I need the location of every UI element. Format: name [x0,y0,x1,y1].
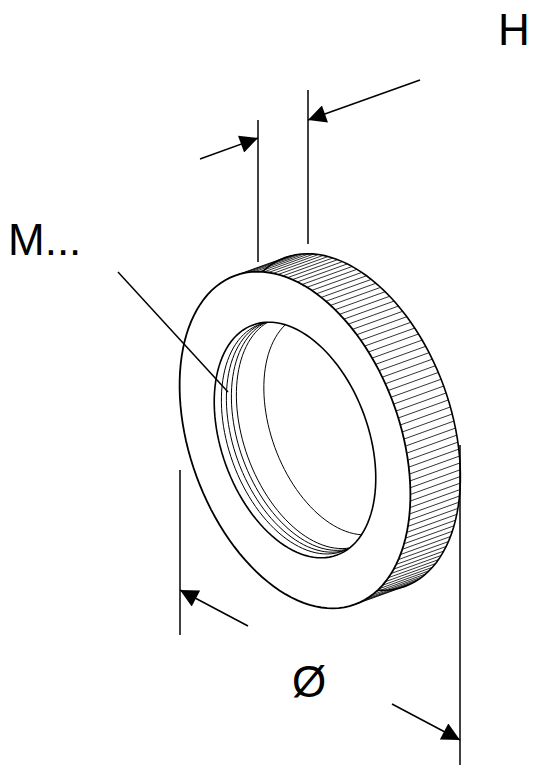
extension-line [179,470,181,635]
knurl-stroke [410,470,460,488]
knurl-stroke [353,311,403,329]
knurl-stroke [321,279,371,297]
knurl-stroke [361,322,411,340]
knurl-stroke [264,254,314,272]
knurl-stroke [396,546,446,564]
knurl-stroke [398,542,448,560]
knurl-stroke [288,260,338,278]
dimension-lines [118,80,460,765]
thread-turn [264,313,416,535]
knurl-stroke [396,393,446,411]
knurl-stroke [365,328,415,346]
dimension-arrow [200,138,258,159]
knurl-stroke [407,514,457,532]
knurl-stroke [255,254,305,272]
knurl-stroke [400,537,450,555]
knurl-stroke [398,400,448,418]
extension-line [307,90,309,244]
knurl-stroke [404,421,454,439]
extension-line [257,120,259,262]
knurl-stroke [406,520,456,538]
knurl-stroke [302,266,352,284]
thread-turn [231,318,390,550]
knurl-stroke [400,407,450,425]
thread-turn [226,320,385,552]
knurl-stroke [409,502,459,520]
knurl-stroke [405,428,455,446]
knurl-stroke [407,435,457,453]
thread-label: M... [8,218,81,262]
threaded-bore [214,313,416,558]
knurl-stroke [317,276,367,294]
knurl-stroke [312,272,362,290]
knurl-stroke [408,442,458,460]
bore-edge [214,322,376,558]
dimension-label: Ø [292,660,326,704]
knurl-stroke [297,264,347,282]
knurl-stroke [385,366,435,384]
dimension-arrow [392,704,460,740]
knurl-stroke [410,463,460,481]
knurl-stroke [372,340,422,358]
knurl-stroke [269,255,319,273]
knurl-stroke [368,334,418,352]
extension-line [459,445,461,765]
knurl-stroke [283,258,333,276]
knurled-nut [180,254,461,609]
knurl-stroke [409,449,459,467]
knurl-stroke [348,306,398,324]
knurl-stroke [382,359,432,377]
knurl-stroke [402,414,452,432]
knurl-stroke [409,456,459,474]
knurl-stroke [391,379,441,397]
front-face [180,272,411,609]
leader-line [118,272,228,392]
knurl-stroke [394,386,444,404]
knurl-stroke [408,508,458,526]
knurl-stroke [307,269,357,287]
dimension-arrow [180,590,248,626]
dimension-label: H [498,8,530,52]
knurl-stroke [376,346,426,364]
knurl-stroke [404,526,454,544]
dimension-arrow [308,80,420,120]
knurl-stroke [357,317,407,335]
knurl-stroke [379,353,429,371]
knurl-stroke [246,255,296,273]
knurl-stroke [388,372,438,390]
thread-turn [221,322,380,554]
knurl-stroke [326,283,376,301]
